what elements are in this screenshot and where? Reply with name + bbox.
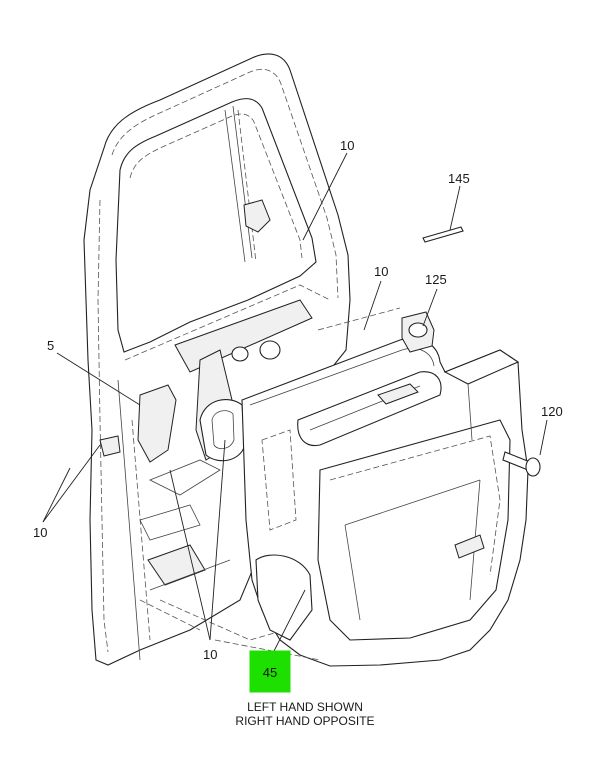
- part-145-rod: [422, 226, 464, 243]
- note-line-1: LEFT HAND SHOWN: [247, 700, 363, 714]
- callout-10-left: 10: [33, 525, 47, 540]
- diagram-note: LEFT HAND SHOWN RIGHT HAND OPPOSITE: [0, 700, 610, 728]
- highlight-45-box[interactable]: [249, 650, 291, 693]
- pull-handle-bezel: [199, 399, 246, 462]
- callouts: 10 145 10 125 5 120 10 10: [33, 138, 563, 662]
- callout-10-mid: 10: [374, 264, 388, 279]
- callout-120: 120: [541, 404, 563, 419]
- part-125-clip: [401, 311, 435, 353]
- callout-145: 145: [448, 171, 470, 186]
- callout-125: 125: [425, 272, 447, 287]
- leader-lines: [42, 152, 548, 652]
- part-120-screw: [502, 451, 541, 477]
- callout-5: 5: [47, 338, 54, 353]
- highlight-45-label: 45: [263, 665, 277, 680]
- note-line-2: RIGHT HAND OPPOSITE: [235, 714, 375, 728]
- callout-10-top: 10: [340, 138, 354, 153]
- door-trim-panel: [241, 337, 529, 667]
- assembly-lines: [139, 307, 401, 661]
- callout-10-bottom: 10: [203, 647, 217, 662]
- highlight-45[interactable]: 45: [249, 650, 291, 693]
